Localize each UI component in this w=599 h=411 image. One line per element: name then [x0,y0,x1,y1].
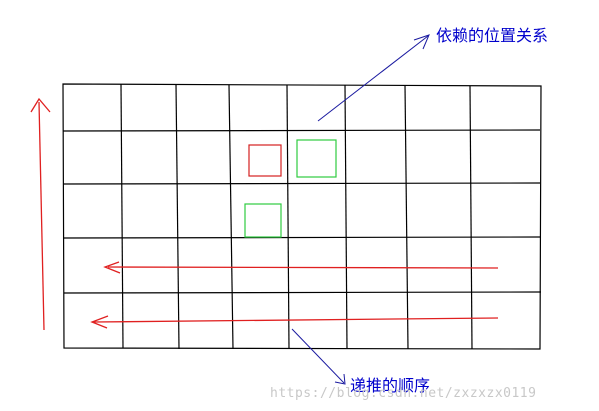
horizontal-left-arrow-upper [107,266,499,269]
order-arrows [30,97,499,331]
grid-col-line [469,85,473,350]
grid-col-line [175,83,180,350]
dependency-cell-green-right [296,139,337,178]
order-pointer-arrow [291,328,345,384]
grid-frame [62,83,542,350]
grid-col-line [228,84,234,350]
vertical-up-arrow [38,101,45,331]
grid [62,83,542,350]
pointer-arrows [291,34,430,385]
arrow-head [413,34,430,50]
arrow-head [30,97,51,113]
arrow-head [90,315,109,329]
watermark: https://blog.csdn.net/zxzxzx0119 [270,386,537,401]
horizontal-left-arrow-lower [93,317,499,323]
grid-row-line [63,291,542,294]
grid-col-line [120,83,124,349]
dependency-cell-green-below [244,203,282,238]
dependency-pointer-arrow [317,35,429,122]
grid-row-line [62,182,541,185]
order-label: 递推的顺序 [350,376,431,395]
grid-row-line [63,236,541,239]
grid-col-line [404,84,409,350]
grid-row-line [62,129,541,132]
arrow-head [103,261,121,274]
dependency-label: 依赖的位置关系 [436,26,549,45]
grid-col-line [286,84,290,350]
current-cell-red [248,144,282,177]
grid-col-line [344,84,348,350]
arrow-head [334,373,346,385]
